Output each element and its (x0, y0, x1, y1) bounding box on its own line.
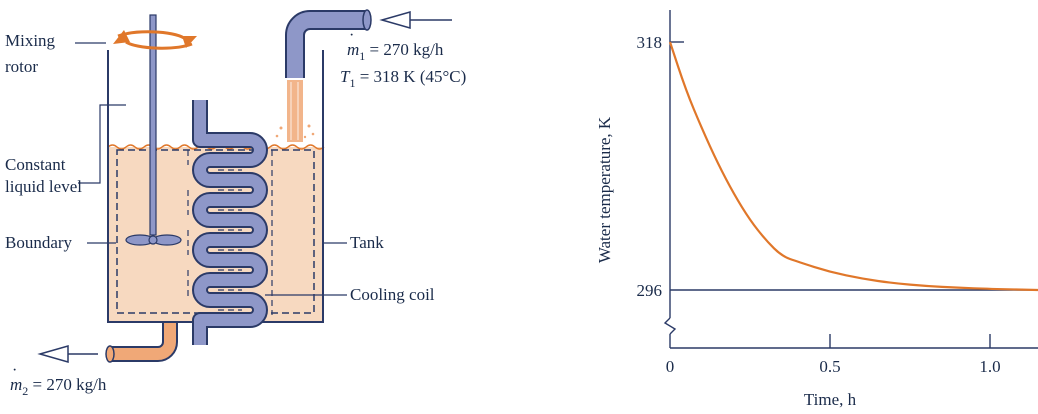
outlet-pipe-end (105, 345, 115, 363)
label-constant: Constant (5, 155, 66, 174)
inlet-pipe-end (362, 9, 372, 31)
inlet-arrow (379, 11, 452, 29)
outlet-mass-flow: m2 = 270 kg/h (10, 375, 107, 398)
x-tick-label-0: 0 (666, 357, 675, 376)
y-tick-label-318: 318 (637, 33, 663, 52)
rotation-arrow (113, 30, 197, 50)
y-axis-break (663, 317, 677, 335)
chart-axes (663, 10, 1038, 349)
label-liquid-level: liquid level (5, 177, 82, 196)
series-line-0 (668, 41, 1038, 292)
inlet-mass-flow: m1 = 270 kg/h (347, 40, 444, 63)
inlet-pipe-fill (287, 11, 365, 78)
rotor-blades (125, 234, 182, 246)
inlet-water-stream (275, 80, 315, 142)
x-tick-label-0.5: 0.5 (819, 357, 840, 376)
cooling-coil-fill (194, 100, 266, 345)
label-cooling-coil: Cooling coil (350, 285, 435, 304)
chart-series (668, 41, 1038, 292)
outlet-arrow (37, 345, 98, 363)
inlet-temperature: T1 = 318 K (45°C) (340, 67, 466, 90)
rotor-shaft (149, 14, 157, 236)
coil-boundary (187, 150, 273, 315)
outlet-mdot-dot: · (12, 362, 17, 379)
label-tank: Tank (350, 233, 384, 252)
label-rotor: rotor (5, 57, 38, 76)
x-tick-label-1: 1.0 (979, 357, 1000, 376)
chart-ticks: 318 296 0 0.5 1.0 (637, 33, 1001, 376)
y-tick-label-296: 296 (637, 281, 663, 300)
boundary-dashed (116, 149, 315, 314)
temperature-chart: 318 296 0 0.5 1.0 Water temperature, K Time,… (595, 10, 1038, 409)
outlet-pipe-fill (112, 323, 176, 360)
inlet-mdot-dot: · (349, 27, 354, 44)
x-axis-label: Time, h (804, 390, 857, 409)
leader-lines (75, 42, 347, 296)
label-boundary: Boundary (5, 233, 73, 252)
y-axis-label: Water temperature, K (595, 116, 614, 263)
label-mixing: Mixing (5, 31, 56, 50)
tank-diagram: Mixing rotor Constant liquid level Bound… (5, 9, 466, 398)
